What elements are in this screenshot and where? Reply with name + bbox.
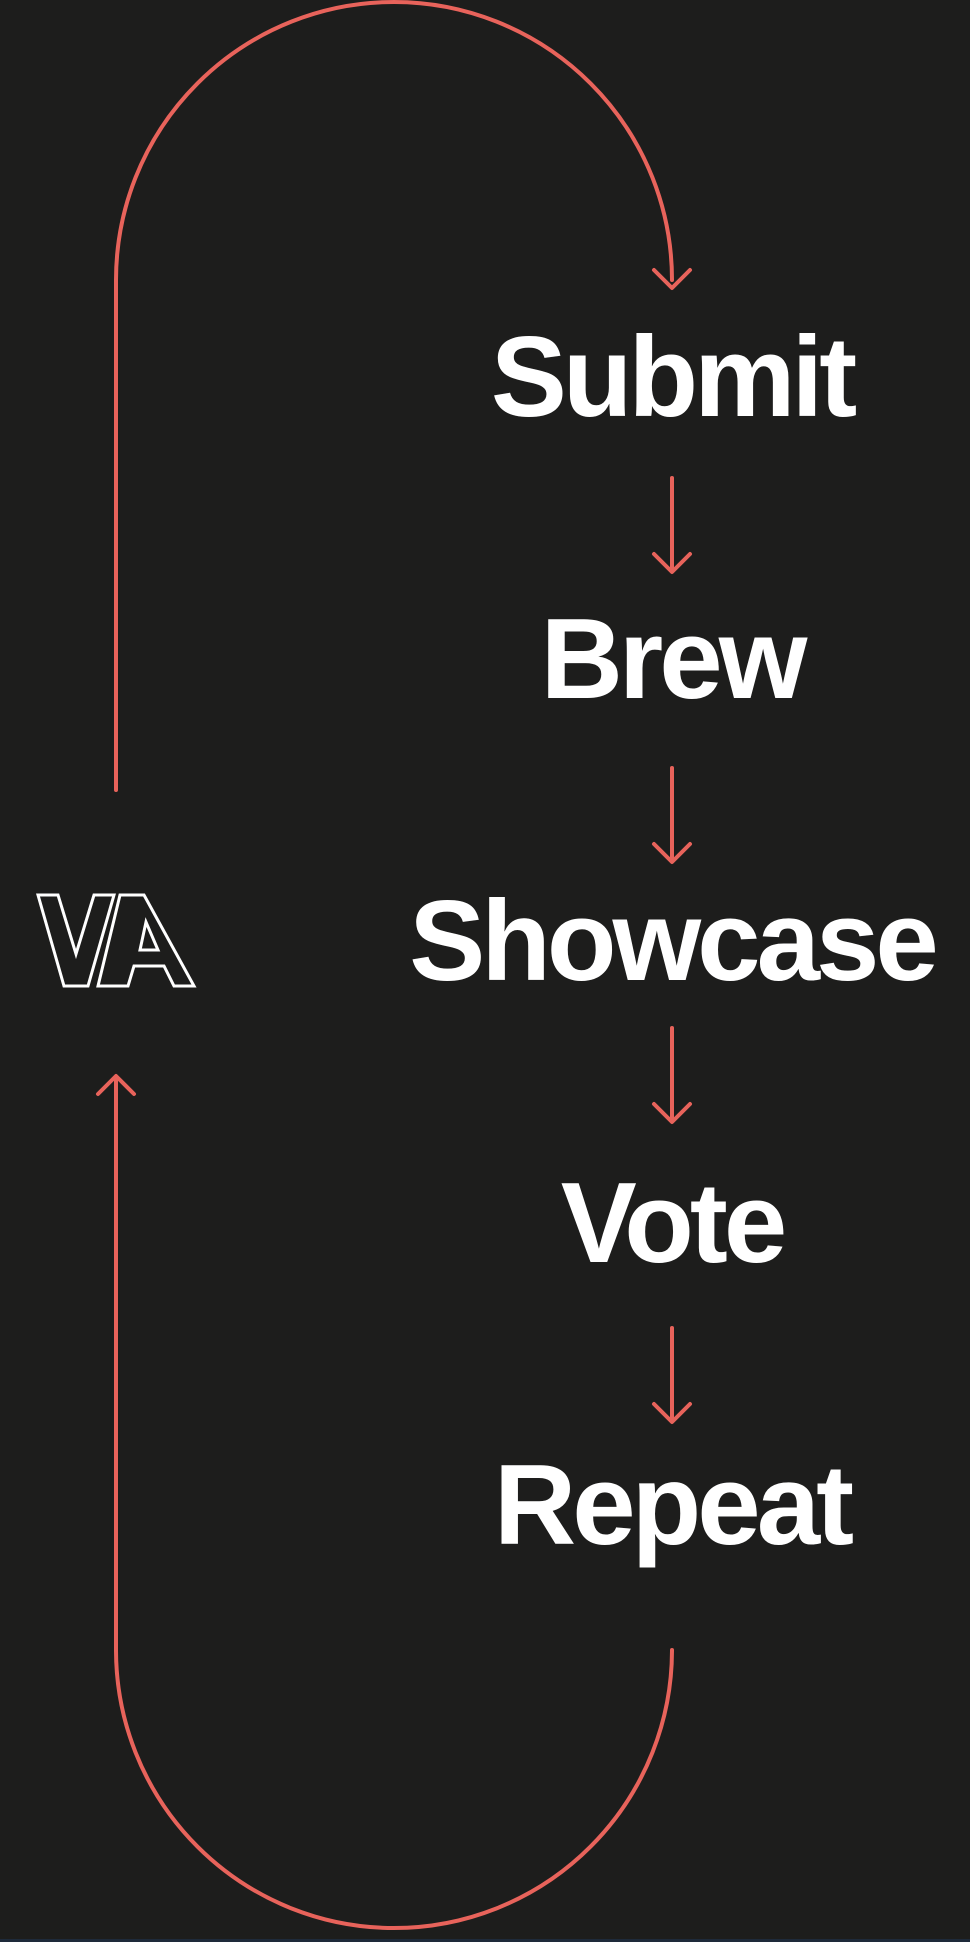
top-loop-arc — [114, 0, 674, 792]
step-submit: Submit — [490, 314, 857, 441]
step-repeat: Repeat — [493, 1442, 854, 1569]
step-brew: Brew — [540, 596, 808, 723]
va-logo: VA — [36, 892, 198, 990]
bottom-loop-arc — [114, 1076, 674, 1930]
arrow-showcase-to-vote-head-icon — [652, 1102, 692, 1124]
arrow-submit-to-brew-head-icon — [652, 552, 692, 574]
bottom-edge — [0, 1939, 970, 1942]
arrow-vote-to-repeat-head-icon — [652, 1402, 692, 1424]
step-showcase: Showcase — [409, 878, 939, 1005]
step-vote: Vote — [560, 1160, 788, 1287]
bottom-loop-arrowhead-icon — [96, 1074, 136, 1096]
arrow-brew-to-showcase-head-icon — [652, 842, 692, 864]
top-loop-arrowhead-icon — [652, 268, 692, 290]
va-logo-icon — [36, 893, 197, 988]
